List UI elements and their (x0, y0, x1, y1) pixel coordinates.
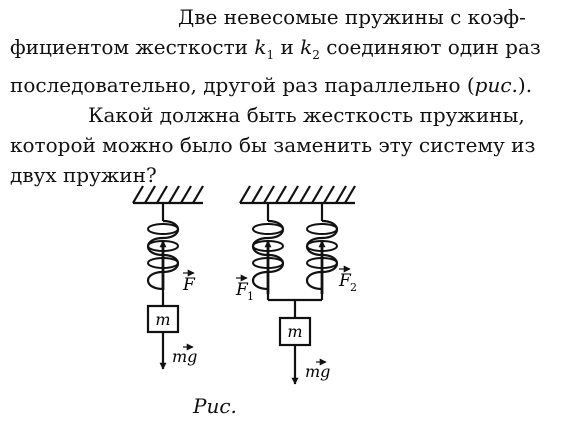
parallel-connection: F 1 F 2 m mg (235, 185, 357, 385)
stiffness-k1: k1 (254, 35, 275, 62)
problem-line-3-end: ). (517, 73, 533, 97)
force-1-subscript: 1 (247, 290, 254, 303)
problem-line-2: фициентом жесткости k1 и k2 соединяют од… (10, 32, 560, 70)
problem-line-2-end: соединяют один раз (319, 35, 541, 59)
problem-line-5: которой можно было бы заменить эту систе… (10, 133, 536, 157)
force-1-label: F (235, 280, 249, 300)
problem-text: Две невесомые пружины с коэф- фициентом … (10, 2, 560, 190)
weight-label-right: mg (305, 362, 330, 381)
problem-line-2-and: и (274, 35, 301, 59)
ceiling-left (132, 185, 204, 205)
mass-right-label: m (287, 322, 302, 341)
mass-left-label: m (155, 310, 170, 329)
problem-line-6: двух пружин? (10, 163, 157, 187)
force-label: F (182, 275, 196, 295)
figure-caption: Рис. (193, 394, 237, 418)
force-2-label: F (338, 271, 352, 291)
ceiling-right (239, 185, 356, 205)
figure-reference: рис. (474, 73, 518, 97)
problem-line-2-start: фициентом жесткости (10, 35, 255, 59)
problem-line-1: Две невесомые пружины с коэф- (178, 5, 526, 29)
weight-label-left: mg (172, 347, 197, 366)
series-connection: F m mg (132, 185, 204, 370)
problem-line-3-start: последовательно, другой раз параллельно … (10, 73, 475, 97)
problem-line-3: последовательно, другой раз параллельно … (10, 70, 560, 100)
stiffness-k2: k2 (300, 35, 320, 62)
problem-line-4: Какой должна быть жесткость пружины, (88, 103, 525, 127)
force-2-subscript: 2 (350, 281, 357, 294)
